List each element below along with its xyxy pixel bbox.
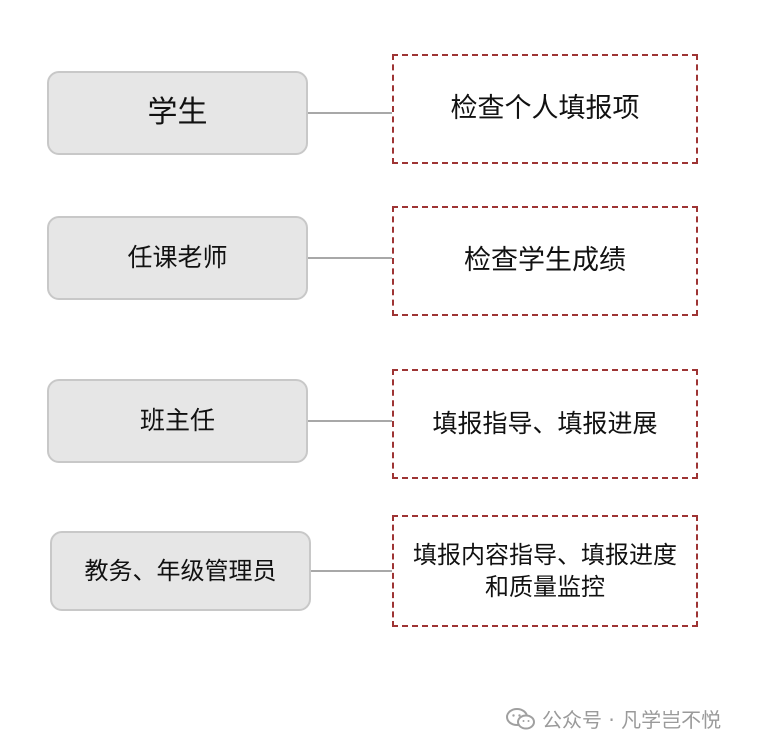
task-label: 填报指导、填报进展	[432, 409, 658, 439]
task-label: 检查个人填报项	[450, 92, 640, 124]
role-label: 任课老师	[127, 243, 228, 273]
role-label: 学生	[147, 95, 208, 131]
role-box-admin: 教务、年级管理员	[50, 531, 311, 611]
task-box-student: 检查个人填报项	[392, 54, 698, 164]
wechat-icon	[506, 707, 535, 729]
role-label: 班主任	[139, 406, 215, 436]
role-box-student: 学生	[47, 71, 308, 155]
connector-line	[311, 570, 392, 572]
role-box-subject-teacher: 任课老师	[47, 216, 308, 300]
connector-line	[308, 420, 392, 422]
task-label: 填报内容指导、填报进度和质量监控	[413, 540, 677, 601]
task-label: 检查学生成绩	[464, 244, 626, 276]
watermark-text: 公众号 · 凡学岂不悦	[542, 708, 722, 732]
connector-line	[308, 257, 392, 259]
watermark: 公众号 · 凡学岂不悦	[506, 704, 721, 733]
connector-line	[308, 112, 392, 114]
task-box-head-teacher: 填报指导、填报进展	[392, 369, 698, 479]
role-box-head-teacher: 班主任	[47, 379, 308, 463]
role-label: 教务、年级管理员	[84, 557, 277, 585]
task-box-subject-teacher: 检查学生成绩	[392, 206, 698, 316]
task-box-admin: 填报内容指导、填报进度和质量监控	[392, 515, 698, 627]
